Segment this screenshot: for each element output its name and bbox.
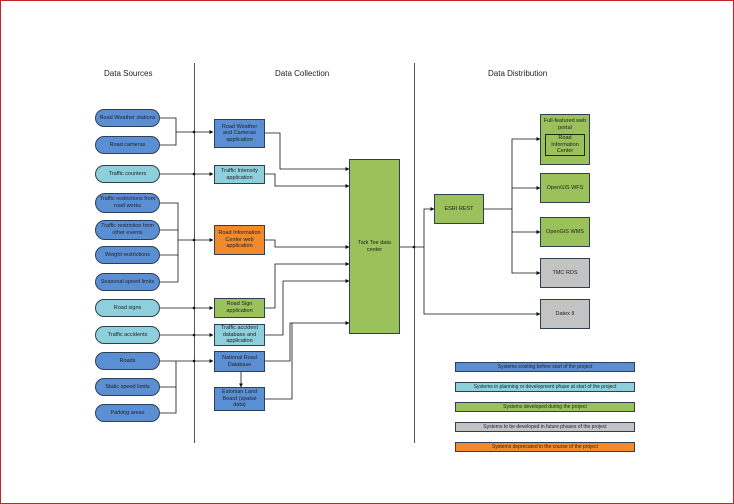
- tark-tee-data-center: Tark Tee data center: [349, 159, 400, 334]
- collection-traffic-intensity-app: Traffic Intensity application: [214, 165, 265, 184]
- distribution-tmc-rds: TMC RDS: [540, 258, 590, 288]
- source-static-speed-limits: Static speed limits: [95, 378, 160, 396]
- legend-item-future: Systems to be developed in future phases…: [455, 422, 635, 432]
- source-seasonal-speed-limits: Seasonal speed limits: [95, 273, 160, 291]
- column-divider-1: [194, 63, 195, 443]
- line-crossing-bridges: [192, 130, 416, 363]
- column-title-sources: Data Sources: [104, 69, 153, 78]
- collection-road-weather-cameras-app: Road Weather and Cameras application: [214, 119, 265, 148]
- column-title-collection: Data Collection: [275, 69, 330, 78]
- collection-estonian-land-board: Estonian Land Board (spatial data): [214, 387, 265, 411]
- collection-national-road-database: National Road Database: [214, 351, 265, 372]
- source-road-signs: Road signs: [95, 299, 160, 317]
- distribution-datex-ii: Datex II: [540, 299, 590, 329]
- distribution-opengis-wfs: OpenGIS WFS: [540, 173, 590, 203]
- source-traffic-restrictions-road-works: Traffic restrictions from road works: [95, 193, 160, 213]
- distribution-opengis-wms: OpenGIS WMS: [540, 217, 590, 247]
- collection-road-information-center-web-app: Road Information Center web application: [214, 225, 265, 255]
- collection-road-sign-app: Road Sign application: [214, 298, 265, 318]
- esri-rest: ESRI REST: [434, 194, 484, 224]
- legend-item-existing: Systems existing before start of the pro…: [455, 362, 635, 372]
- source-weight-restrictions: Weight restrictions: [95, 246, 160, 264]
- source-traffic-restriction-other-events: Traffic restriction from other events: [95, 220, 160, 240]
- source-parking-areas: Parking areas: [95, 404, 160, 422]
- source-traffic-counters: Traffic counters: [95, 165, 160, 183]
- source-roads: Roads: [95, 352, 160, 370]
- source-traffic-accidents: Traffic accidents: [95, 326, 160, 344]
- web-portal-label: Full-featured web portal: [543, 118, 587, 131]
- distribution-full-featured-web-portal: Full-featured web portal Road Informatio…: [540, 114, 590, 165]
- road-information-center-box: Road Information Center: [545, 134, 585, 157]
- source-road-weather-stations: Road Weather stations: [95, 109, 160, 127]
- legend-item-deprecated: Systems deprecated in the course of the …: [455, 442, 635, 452]
- legend-item-developed: Systems developed during the project: [455, 402, 635, 412]
- legend-item-planning: Systems in planning or development phase…: [455, 382, 635, 392]
- column-title-distribution: Data Distribution: [488, 69, 548, 78]
- source-road-cameras: Road cameras: [95, 136, 160, 154]
- column-divider-2: [414, 63, 415, 443]
- collection-traffic-accident-database: Traffic accident database and applicatio…: [214, 324, 265, 346]
